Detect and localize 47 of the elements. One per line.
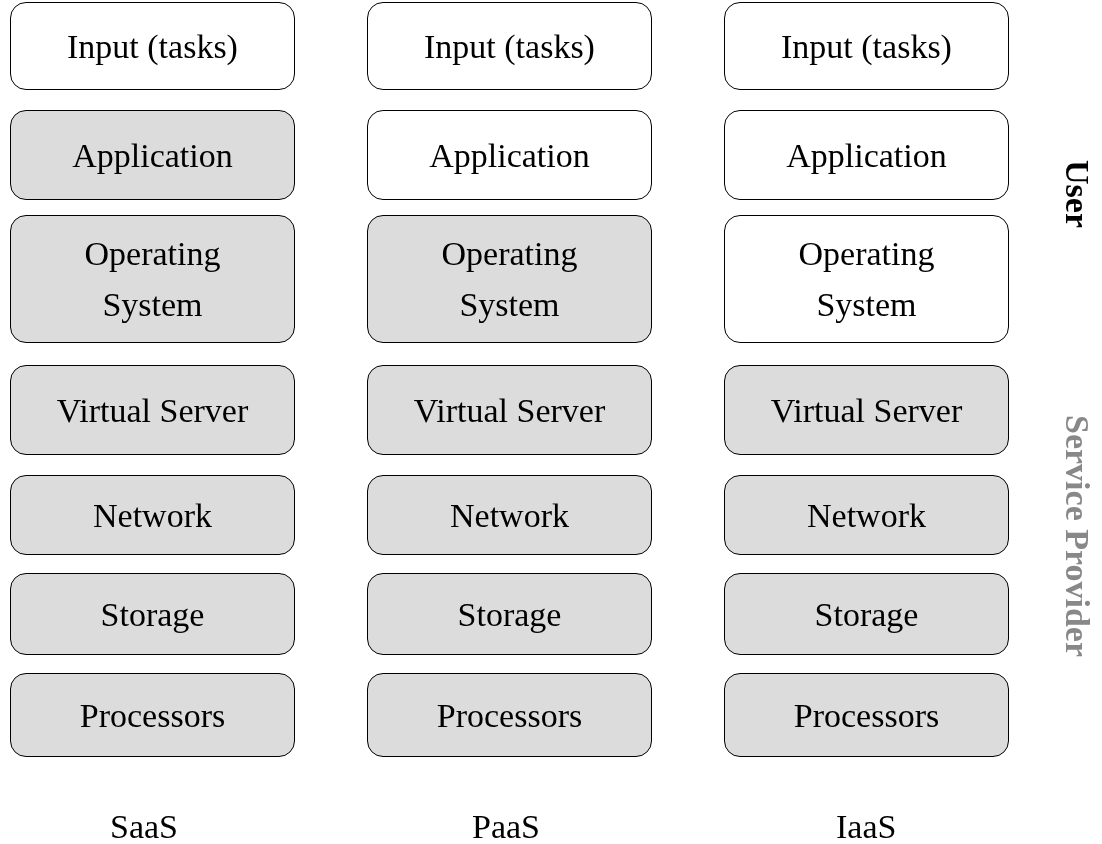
layer-box	[724, 2, 1009, 90]
layer-box	[10, 2, 295, 90]
layer-box	[10, 475, 295, 555]
layer-box	[724, 573, 1009, 655]
layer-label: Application	[429, 135, 590, 176]
layer-box	[10, 673, 295, 757]
layer-label: Operating System	[83, 234, 222, 325]
layer-label: Processors	[793, 695, 940, 736]
column-label: IaaS	[836, 808, 897, 844]
layer-box	[367, 365, 652, 455]
layer-label: Storage	[100, 594, 205, 635]
layer-label: Virtual Server	[413, 390, 606, 431]
layer-label: Storage	[457, 594, 562, 635]
layer-label: Input (tasks)	[424, 26, 595, 67]
layer-box	[367, 110, 652, 200]
layer-box	[724, 215, 1009, 343]
column-label: PaaS	[472, 808, 540, 844]
layer-label: Input (tasks)	[67, 26, 238, 67]
layer-box	[367, 573, 652, 655]
layer-box	[10, 365, 295, 455]
layer-box	[724, 475, 1009, 555]
layer-label: Virtual Server	[56, 390, 249, 431]
layer-label: Operating System	[440, 234, 579, 325]
layer-label: Storage	[814, 594, 919, 635]
layer-label: Network	[807, 495, 926, 536]
layer-box	[367, 215, 652, 343]
layer-label: Operating System	[797, 234, 936, 325]
layer-label: Network	[93, 495, 212, 536]
layer-box	[10, 573, 295, 655]
layer-label: Input (tasks)	[781, 26, 952, 67]
layer-label: Application	[786, 135, 947, 176]
column-label: SaaS	[110, 808, 178, 844]
layer-box	[367, 475, 652, 555]
layer-box	[10, 110, 295, 200]
layer-label: Processors	[436, 695, 583, 736]
layer-box	[724, 110, 1009, 200]
side-label: User	[1058, 160, 1096, 228]
layer-label: Network	[450, 495, 569, 536]
layer-box	[724, 365, 1009, 455]
layer-box	[10, 215, 295, 343]
layer-box	[367, 673, 652, 757]
layer-box	[724, 673, 1009, 757]
layer-label: Processors	[79, 695, 226, 736]
layer-label: Application	[72, 135, 233, 176]
layer-label: Virtual Server	[770, 390, 963, 431]
layer-box	[367, 2, 652, 90]
side-label: Service Provider	[1058, 415, 1096, 657]
